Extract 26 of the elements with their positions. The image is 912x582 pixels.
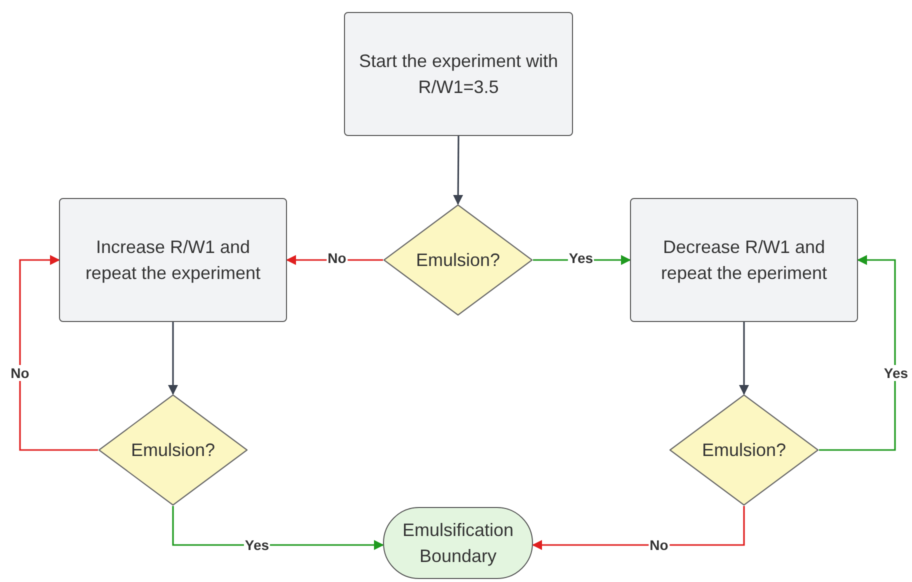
- arrow: [19, 255, 98, 451]
- arrow: [819, 255, 896, 451]
- process-box: [59, 198, 287, 322]
- decision-diamond: [383, 204, 533, 316]
- node-text: Emulsion?: [130, 439, 216, 462]
- arrow: [532, 506, 745, 550]
- arrow: [453, 136, 464, 205]
- node-text: Increase R/W1 and repeat the experiment: [84, 236, 262, 285]
- decision-diamond: [669, 394, 819, 506]
- edge-label: Yes: [568, 250, 594, 266]
- node-text: Start the experiment with R/W1=3.5: [358, 50, 560, 99]
- node-text: Emulsion?: [414, 249, 502, 272]
- node-text: Decrease R/W1 and repeat the eperiment: [660, 236, 828, 285]
- edge-label: No: [648, 537, 670, 553]
- process-box: [344, 12, 573, 136]
- edge-label: No: [326, 250, 348, 266]
- process-box: [630, 198, 858, 322]
- arrow: [739, 322, 749, 395]
- node-text: Emulsion?: [700, 439, 788, 462]
- edge-label: Yes: [244, 537, 270, 553]
- edge-label: No: [10, 365, 30, 381]
- arrow: [172, 506, 384, 550]
- decision-diamond: [98, 394, 248, 506]
- arrow: [168, 322, 178, 395]
- node-text: Emulsification Boundary: [401, 519, 515, 568]
- edge-label: Yes: [882, 365, 910, 381]
